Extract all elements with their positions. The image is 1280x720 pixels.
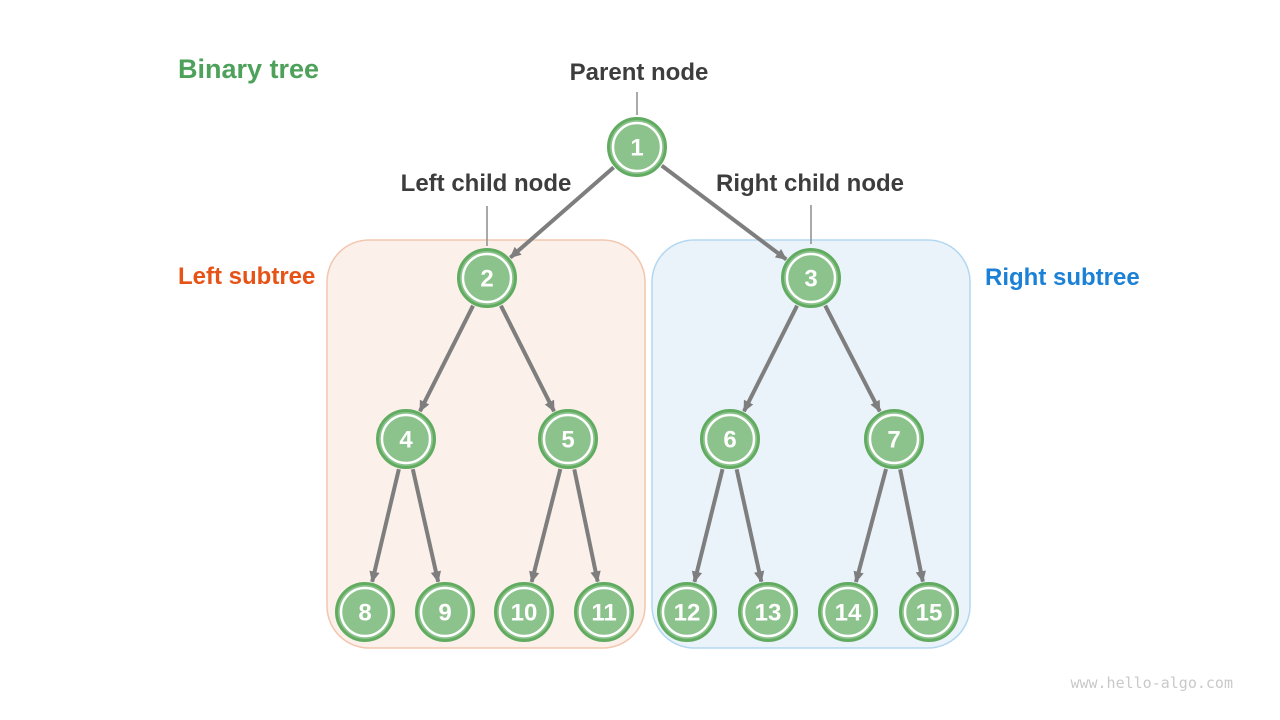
node-value: 8 [358, 600, 371, 627]
node-value: 4 [399, 427, 413, 454]
edge-6-12 [691, 468, 725, 583]
tree-node-5: 5 [538, 409, 598, 469]
label-connectors [486, 92, 812, 246]
node-value: 10 [511, 600, 538, 627]
tree-node-13: 13 [738, 582, 798, 642]
node-ring [661, 586, 713, 638]
tree-node-7: 7 [864, 409, 924, 469]
tree-node-8: 8 [335, 582, 395, 642]
node-circle [415, 582, 475, 642]
node-circle [494, 582, 554, 642]
left-subtree-box [326, 239, 646, 649]
node-circle [899, 582, 959, 642]
edge-3-7 [823, 304, 882, 413]
edge-7-14 [853, 468, 888, 583]
node-circle [538, 409, 598, 469]
node-circle [574, 582, 634, 642]
left-subtree-label: Left subtree [178, 263, 316, 290]
node-ring [339, 586, 391, 638]
node-ring [498, 586, 550, 638]
edge-2-5 [499, 304, 556, 413]
node-ring [785, 252, 837, 304]
tree-node-1: 1 [607, 117, 667, 177]
tree-node-12: 12 [657, 582, 717, 642]
node-ring [704, 413, 756, 465]
edge-7-15 [898, 468, 926, 583]
node-ring [380, 413, 432, 465]
edge-5-11 [572, 468, 601, 583]
node-ring [868, 413, 920, 465]
edge-2-4 [418, 304, 475, 413]
left-child-node-label: Left child node [400, 170, 572, 197]
node-circle [607, 117, 667, 177]
node-value: 14 [835, 600, 862, 627]
node-value: 13 [755, 600, 782, 627]
node-ring [419, 586, 471, 638]
edge-5-10 [529, 468, 563, 583]
tree-node-6: 6 [700, 409, 760, 469]
diagram-title: Binary tree [178, 54, 320, 84]
tree-node-3: 3 [781, 248, 841, 308]
tree-node-14: 14 [818, 582, 878, 642]
subtree-boxes [326, 239, 971, 649]
tree-node-11: 11 [574, 582, 634, 642]
node-circle [700, 409, 760, 469]
node-ring [822, 586, 874, 638]
node-ring [903, 586, 955, 638]
node-value: 5 [561, 427, 574, 454]
edge-4-8 [369, 468, 401, 583]
parent-node-label: Parent node [569, 59, 709, 86]
node-value: 15 [916, 600, 943, 627]
node-value: 1 [630, 135, 643, 162]
node-circle [864, 409, 924, 469]
node-circle [376, 409, 436, 469]
node-circle [781, 248, 841, 308]
node-value: 3 [804, 266, 817, 293]
node-value: 9 [438, 600, 451, 627]
tree-node-15: 15 [899, 582, 959, 642]
node-circle [657, 582, 717, 642]
node-ring [742, 586, 794, 638]
node-circle [335, 582, 395, 642]
edge-6-13 [734, 468, 765, 583]
edge-1-2 [509, 165, 615, 260]
edge-4-9 [410, 468, 441, 583]
edge-3-6 [742, 304, 799, 413]
node-ring [578, 586, 630, 638]
node-ring [542, 413, 594, 465]
node-value: 12 [674, 600, 701, 627]
tree-node-4: 4 [376, 409, 436, 469]
tree-node-10: 10 [494, 582, 554, 642]
node-value: 11 [591, 600, 616, 627]
right-child-node-label: Right child node [716, 170, 904, 197]
node-circle [818, 582, 878, 642]
watermark: www.hello-algo.com [1070, 674, 1233, 692]
tree-edges [369, 164, 926, 583]
node-value: 6 [723, 427, 736, 454]
tree-node-9: 9 [415, 582, 475, 642]
node-value: 7 [887, 427, 900, 454]
node-circle [457, 248, 517, 308]
edge-1-3 [660, 164, 788, 261]
right-subtree-label: Right subtree [985, 264, 1140, 291]
node-ring [461, 252, 513, 304]
node-value: 2 [480, 266, 493, 293]
node-circle [738, 582, 798, 642]
tree-node-2: 2 [457, 248, 517, 308]
node-ring [611, 121, 663, 173]
